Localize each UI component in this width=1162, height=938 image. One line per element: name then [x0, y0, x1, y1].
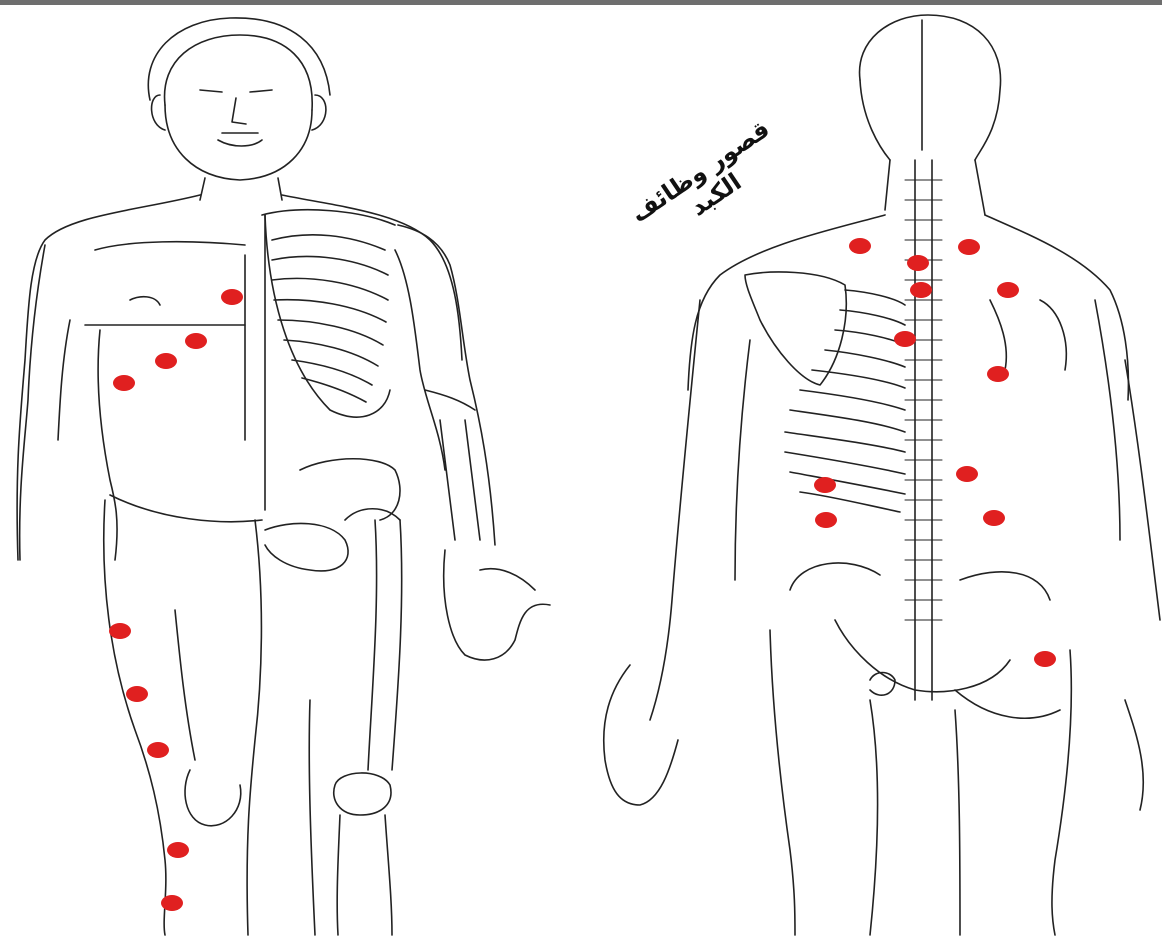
point-front-9 — [161, 895, 183, 911]
point-back-8 — [956, 466, 978, 482]
point-back-11 — [983, 510, 1005, 526]
front-figure — [17, 18, 550, 935]
point-front-4 — [113, 375, 135, 391]
point-back-6 — [894, 331, 916, 347]
point-back-5 — [997, 282, 1019, 298]
point-front-2 — [185, 333, 207, 349]
point-front-1 — [221, 289, 243, 305]
point-back-3 — [958, 239, 980, 255]
point-front-8 — [167, 842, 189, 858]
point-back-9 — [814, 477, 836, 493]
point-front-7 — [147, 742, 169, 758]
point-back-7 — [987, 366, 1009, 382]
point-back-12 — [1034, 651, 1056, 667]
back-figure — [604, 15, 1160, 935]
point-front-5 — [109, 623, 131, 639]
point-back-2 — [907, 255, 929, 271]
point-back-4 — [910, 282, 932, 298]
point-front-6 — [126, 686, 148, 702]
point-back-1 — [849, 238, 871, 254]
pain-points — [109, 238, 1056, 911]
point-front-3 — [155, 353, 177, 369]
point-back-10 — [815, 512, 837, 528]
